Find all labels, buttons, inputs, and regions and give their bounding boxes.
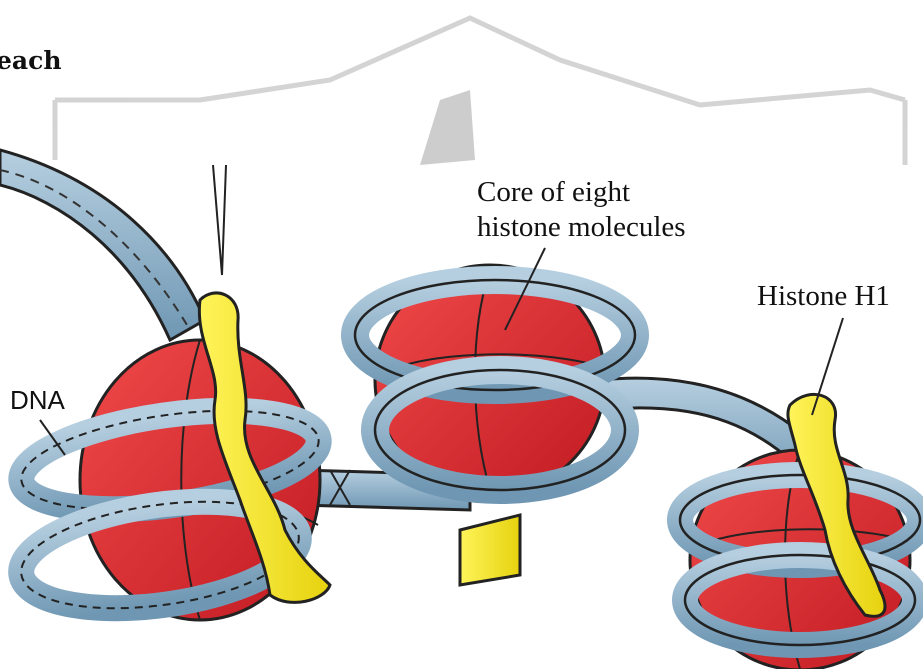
leader-line-top [213, 165, 226, 275]
fragment-label: each [0, 44, 62, 77]
upper-dna-fiber [0, 150, 205, 340]
faded-background-sketch [55, 18, 905, 165]
nucleosome-middle [355, 265, 635, 585]
nucleosome-right [680, 450, 920, 669]
dna-label: DNA [10, 384, 65, 417]
core-label-line1: Core of eight [477, 176, 630, 209]
histone-h1-label: Histone H1 [757, 280, 890, 313]
core-label-line2: histone molecules [477, 211, 686, 244]
